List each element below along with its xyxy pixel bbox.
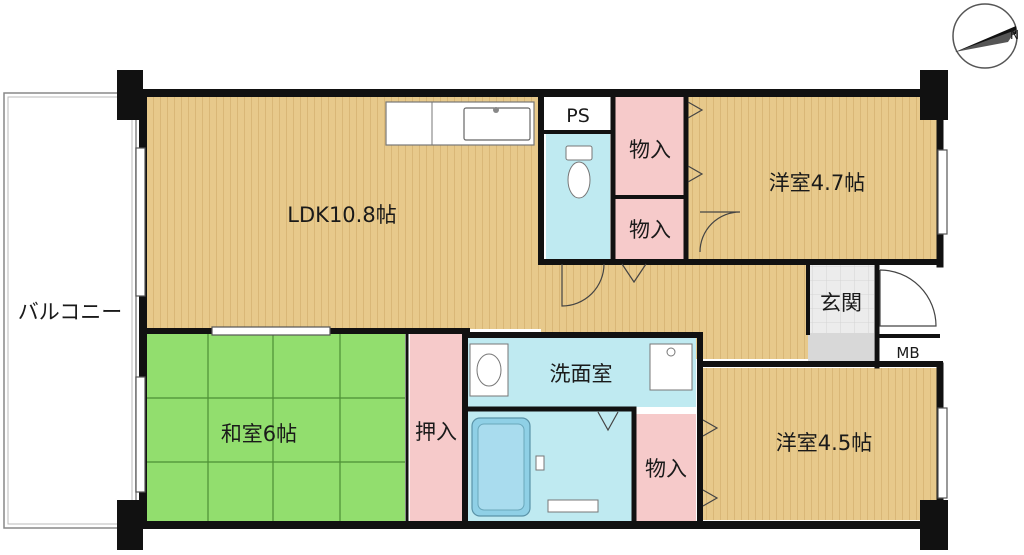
western-room-a-floor (686, 97, 940, 260)
oshiire-label: 押入 (415, 420, 457, 444)
western-room-b-label: 洋室4.5帖 (776, 431, 872, 455)
washroom (466, 337, 696, 407)
toilet-room (546, 134, 610, 259)
closet-1-label: 物入 (629, 138, 671, 162)
doors (561, 101, 937, 507)
western-room-b-floor (700, 368, 940, 520)
closet-1-area (615, 97, 685, 195)
oshiire-area (410, 333, 463, 525)
pillars (117, 70, 948, 550)
japanese-room-tatami (143, 333, 405, 525)
mb-label: MB (896, 344, 919, 362)
ldk-label: LDK10.8帖 (287, 203, 396, 227)
compass-icon: N (952, 3, 1019, 69)
windows (135, 147, 948, 499)
washroom-label: 洗面室 (550, 362, 613, 386)
kitchen-counter (385, 101, 535, 146)
ps-area (546, 97, 610, 130)
balcony-label: バルコニー (18, 300, 123, 324)
ps-label: PS (566, 105, 590, 127)
closet-2-area (615, 199, 685, 259)
entrance-area (808, 265, 874, 361)
closet-3-label: 物入 (645, 457, 687, 481)
balcony (3, 92, 137, 529)
bathroom (466, 411, 632, 522)
entrance-label: 玄関 (820, 291, 862, 315)
compass-north-label: N (1010, 28, 1019, 42)
mb-area (880, 338, 936, 364)
japanese-room-label: 和室6帖 (221, 422, 297, 446)
closet-3-area (636, 414, 696, 522)
closet-2-label: 物入 (629, 218, 671, 242)
western-room-a-label: 洋室4.7帖 (769, 171, 865, 195)
